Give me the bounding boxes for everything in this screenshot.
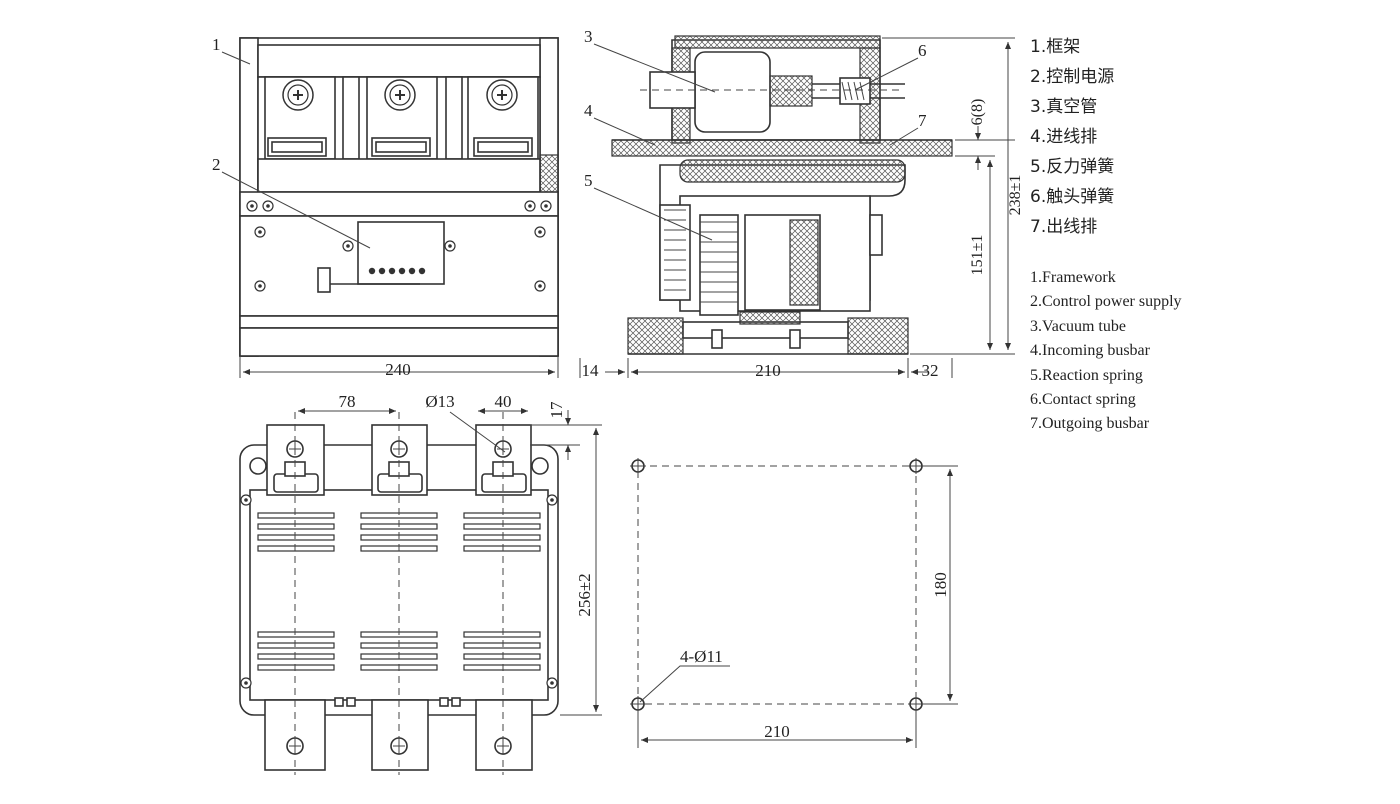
callout-6: 6 (918, 41, 927, 60)
top-dim-17: 17 (547, 401, 566, 419)
legend-cn-6: 6.触头弹簧 (1030, 187, 1114, 207)
top-dim-40: 40 (495, 392, 512, 411)
mounting-outline (637, 465, 917, 705)
legend-cn-1: 1.框架 (1030, 37, 1080, 57)
callout-5: 5 (584, 171, 593, 190)
legend-en-2: 2.Control power supply (1030, 293, 1182, 310)
busbar-plate (611, 139, 953, 157)
control-power-module (357, 221, 445, 285)
side-dim-left: 14 (582, 361, 600, 380)
legend: 1.框架 2.控制电源 3.真空管 4.进线排 5.反力弹簧 6.触头弹簧 7.… (1030, 37, 1182, 432)
legend-en-4: 4.Incoming busbar (1030, 342, 1151, 359)
legend-en-1: 1.Framework (1030, 269, 1116, 286)
terminal-screw-icon (384, 79, 416, 111)
legend-cn-3: 3.真空管 (1030, 97, 1097, 117)
legend-cn-4: 4.进线排 (1030, 127, 1097, 147)
callout-1: 1 (212, 35, 221, 54)
terminal-screw-icon (282, 79, 314, 111)
callout-3: 3 (584, 27, 593, 46)
callout-4: 4 (584, 101, 593, 120)
top-dim-256: 256±2 (575, 573, 594, 616)
legend-en-3: 3.Vacuum tube (1030, 318, 1126, 335)
side-dim-151: 151±1 (969, 235, 986, 276)
legend-en-6: 6.Contact spring (1030, 391, 1136, 408)
top-dim-hole-dia: Ø13 (425, 392, 454, 411)
mount-dim-180: 180 (931, 572, 950, 598)
vacuum-tube (694, 51, 771, 133)
callout-2: 2 (212, 155, 221, 174)
legend-cn-5: 5.反力弹簧 (1030, 157, 1114, 177)
legend-en-7: 7.Outgoing busbar (1030, 415, 1150, 432)
top-view: 78 40 Ø13 17 256±2 (239, 392, 602, 775)
side-view: 14 210 32 238±1 151±1 6(8) 3 4 5 6 7 (579, 27, 1024, 380)
front-width-dimension: 240 (385, 360, 411, 379)
mount-hole-label: 4-Ø11 (680, 647, 723, 666)
mounting-hole-pattern: 180 210 4-Ø11 (630, 458, 958, 748)
callout-7: 7 (918, 111, 927, 130)
side-dim-width: 210 (755, 361, 781, 380)
side-dim-238: 238±1 (1007, 175, 1024, 216)
mount-dim-210: 210 (764, 722, 790, 741)
reaction-spring (699, 214, 739, 316)
terminal-screw-icon (486, 79, 518, 111)
legend-cn-2: 2.控制电源 (1030, 67, 1114, 87)
top-dim-78: 78 (339, 392, 356, 411)
side-dim-6-8: 6(8) (969, 99, 986, 126)
front-view: 240 1 2 (212, 35, 559, 379)
legend-cn-7: 7.出线排 (1030, 217, 1097, 237)
side-dim-right: 32 (922, 361, 939, 380)
legend-en-5: 5.Reaction spring (1030, 367, 1143, 384)
